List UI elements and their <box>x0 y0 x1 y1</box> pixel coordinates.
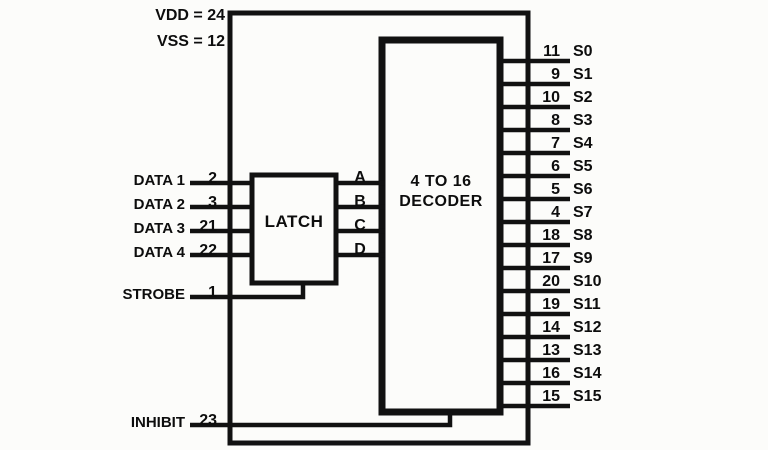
output-name-s5: S5 <box>573 158 593 175</box>
input-label-strobe: STROBE <box>122 286 185 303</box>
output-name-s3: S3 <box>573 112 593 129</box>
output-name-s6: S6 <box>573 181 593 198</box>
input-pin-data-1: 2 <box>208 170 217 187</box>
latch-output-label-a: A <box>354 169 366 186</box>
output-name-s15: S15 <box>573 388 602 405</box>
output-name-s9: S9 <box>573 250 593 267</box>
output-name-s13: S13 <box>573 342 602 359</box>
chip-outline <box>227 10 531 446</box>
output-name-s7: S7 <box>573 204 593 221</box>
input-pin-data-2: 3 <box>208 194 217 211</box>
output-name-s10: S10 <box>573 273 602 290</box>
output-pin-s0: 11 <box>543 43 560 60</box>
output-name-s14: S14 <box>573 365 602 382</box>
decoder-block-outline <box>378 36 504 416</box>
input-label-data-1: DATA 1 <box>133 172 185 189</box>
output-pin-s12: 14 <box>542 319 560 336</box>
output-pin-s8: 18 <box>542 227 560 244</box>
decoder-label-line-2: DECODER <box>399 192 483 210</box>
output-pin-s15: 15 <box>542 388 560 405</box>
output-name-s0: S0 <box>573 43 593 60</box>
latch-block-label: LATCH <box>264 212 324 231</box>
input-pin-data-4: 22 <box>199 242 217 259</box>
output-pin-s1: 9 <box>551 66 560 83</box>
input-label-data-2: DATA 2 <box>133 196 185 213</box>
output-pin-s4: 7 <box>551 135 560 152</box>
output-pin-s3: 8 <box>551 112 560 129</box>
output-pin-s14: 16 <box>542 365 560 382</box>
output-name-s11: S11 <box>573 296 601 313</box>
output-pin-s11: 19 <box>542 296 560 313</box>
output-name-s12: S12 <box>573 319 602 336</box>
input-label-data-4: DATA 4 <box>133 244 185 261</box>
input-label-data-3: DATA 3 <box>133 220 185 237</box>
input-pin-data-3: 21 <box>199 218 217 235</box>
decoder-label-line-1: 4 TO 16 <box>410 173 472 190</box>
latch-output-label-d: D <box>354 241 366 258</box>
output-pin-s9: 17 <box>542 250 560 267</box>
decoder-block-label: 4 TO 16 DECODER <box>382 172 500 211</box>
power-rail-vdd-label: VDD = 24 <box>155 7 225 24</box>
power-rail-vss-label: VSS = 12 <box>156 33 225 50</box>
input-label-inhibit: INHIBIT <box>130 414 185 431</box>
output-pin-s10: 20 <box>542 273 560 290</box>
output-name-s4: S4 <box>573 135 593 152</box>
output-pin-s5: 6 <box>551 158 560 175</box>
input-pin-inhibit: 23 <box>199 412 217 429</box>
output-name-s1: S1 <box>573 66 593 83</box>
input-pin-strobe: 1 <box>208 284 217 301</box>
output-pin-s2: 10 <box>542 89 560 106</box>
wire-strobe <box>190 283 306 300</box>
output-pin-s7: 4 <box>551 204 560 221</box>
latch-output-label-c: C <box>354 217 366 234</box>
latch-output-label-b: B <box>354 193 366 210</box>
output-name-s8: S8 <box>573 227 593 244</box>
output-pin-s13: 13 <box>542 342 560 359</box>
output-name-s2: S2 <box>573 89 593 106</box>
output-pin-s6: 5 <box>551 181 560 198</box>
wire-inhibit <box>190 412 453 428</box>
